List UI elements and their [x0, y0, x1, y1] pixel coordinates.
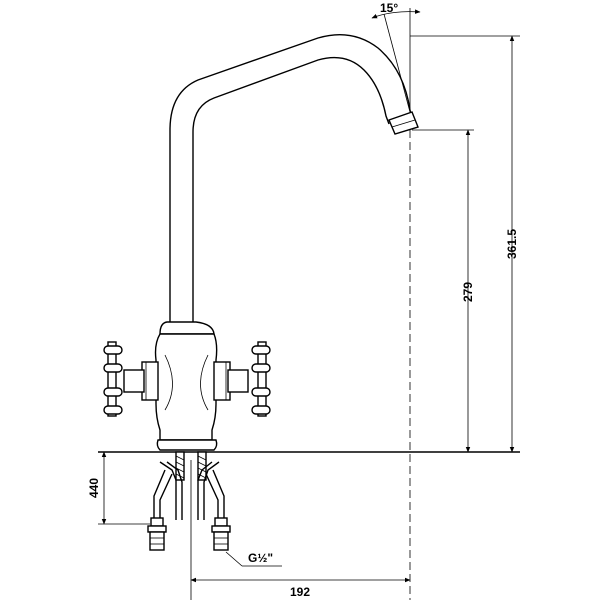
angle-dimension: 15°	[371, 1, 421, 113]
angle-label: 15°	[380, 1, 398, 15]
spout-height-dimension: 279	[412, 129, 475, 453]
total-height-label: 361.5	[505, 229, 519, 259]
spout	[169, 33, 419, 322]
spout-height-label: 279	[461, 282, 475, 302]
thread-callout: G½"	[225, 551, 282, 567]
mounting-shanks	[159, 451, 220, 600]
total-height-dimension: 361.5	[410, 35, 520, 453]
aerator	[388, 111, 419, 135]
right-hose	[205, 469, 231, 551]
thread-label: G½"	[248, 551, 273, 565]
reach-dimension: 192	[190, 130, 411, 600]
connector-length-label: 440	[87, 478, 101, 498]
left-hose	[147, 469, 173, 551]
valve-body	[154, 321, 218, 451]
reach-label: 192	[290, 585, 310, 599]
connector-length-dimension: 440	[87, 451, 150, 525]
left-handle	[103, 341, 159, 417]
right-handle	[213, 341, 271, 417]
